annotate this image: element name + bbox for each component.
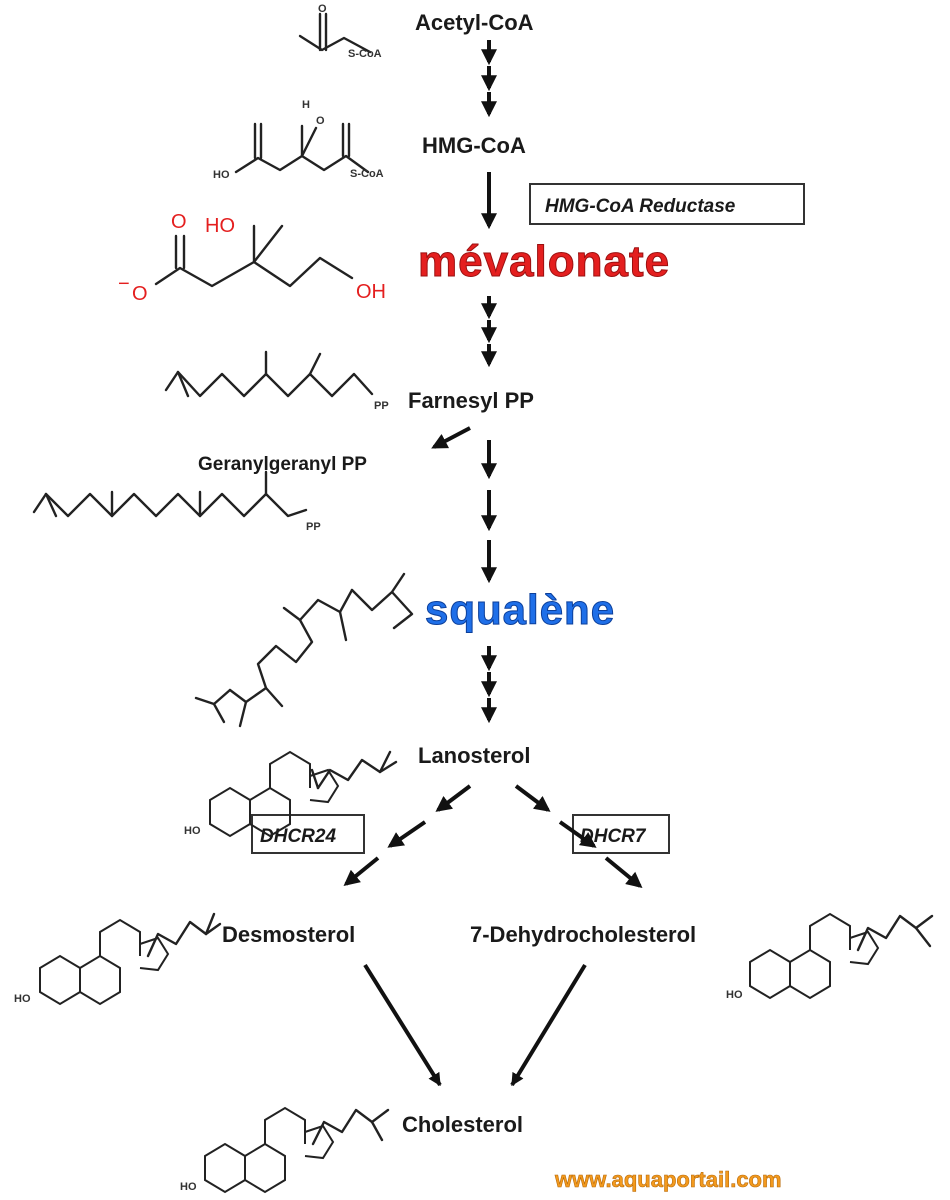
dhcr7-label: DHCR7	[580, 826, 647, 847]
mevalonate-o-minus-oxygen: O	[132, 283, 148, 305]
dhcr24-box	[251, 814, 365, 854]
squalene-label: squalène	[425, 586, 615, 633]
desmosterol-structure: HO	[14, 912, 222, 1005]
desmosterol-label: Desmosterol	[222, 922, 355, 947]
mevalonate-ho: HO	[205, 215, 235, 237]
arrow-dhcr24	[363, 963, 442, 1087]
acetyl-s-coa: S-CoA	[348, 48, 382, 60]
geranylgeranyl-pp-structure: PP	[32, 470, 321, 533]
farnesyl-pp-structure: PP	[164, 350, 389, 412]
hmg-s-coa: S-CoA	[350, 168, 384, 180]
cholesterol-label: Cholesterol	[402, 1112, 523, 1137]
watermark: www.aquaportail.com	[554, 1167, 782, 1192]
desmosterol-rings	[39, 919, 169, 1005]
cholesterol-rings	[204, 1107, 334, 1193]
arrow-lan-left-1	[435, 784, 472, 812]
acetyl-coa-label: Acetyl-CoA	[415, 10, 534, 35]
7-dehydrocholesterol-label: 7-Dehydrocholesterol	[470, 922, 696, 947]
hmg-coa-reductase-label: HMG-CoA Reductase	[545, 196, 736, 217]
lanosterol-label: Lanosterol	[418, 743, 530, 768]
cholesterol-ho: HO	[180, 1181, 197, 1193]
geranylgeranyl-pp: PP	[306, 521, 321, 533]
hmg-o: O	[316, 115, 325, 127]
arrow-dhcr7	[510, 963, 587, 1087]
hmg-h: H	[302, 99, 310, 111]
dhcr24-label: DHCR24	[260, 826, 336, 847]
farnesyl-pp: PP	[374, 400, 389, 412]
arrows	[343, 40, 643, 1087]
lanosterol-structure: HO	[184, 750, 398, 837]
arrow-lan-right-2	[558, 820, 597, 848]
arrow-lan-left-2	[387, 820, 427, 848]
hmg-coa-label: HMG-CoA	[422, 133, 526, 158]
7-dehydrocholesterol-rings	[749, 913, 879, 999]
acetyl-oxygen: O	[318, 3, 327, 15]
farnesyl-pp-label: Farnesyl PP	[408, 388, 534, 413]
lanosterol-ho: HO	[184, 825, 201, 837]
hmg-coa-structure: HO H O S-CoA	[213, 99, 384, 181]
mevalonate-minus: −	[118, 273, 130, 295]
desmosterol-ho: HO	[14, 993, 31, 1005]
acetyl-coa-structure: O S-CoA	[298, 3, 382, 60]
mevalonate-oh: OH	[356, 281, 386, 303]
cholesterol-structure: HO	[180, 1107, 390, 1193]
mevalonate-label: mévalonate	[418, 237, 670, 286]
7-dehydrocholesterol-structure: HO	[726, 913, 934, 1001]
squalene-structure	[194, 572, 414, 728]
7-dehydrocholesterol-ho: HO	[726, 989, 743, 1001]
hmg-coa-reductase-box	[529, 183, 805, 225]
arrow-lan-left-3	[343, 856, 380, 887]
arrow-lan-right-3	[604, 856, 643, 889]
hmg-ho: HO	[213, 169, 230, 181]
geranylgeranyl-pp-label: Geranylgeranyl PP	[198, 454, 367, 475]
mevalonate-structure: O O − HO OH	[118, 211, 386, 305]
arrow-lan-right-1	[514, 784, 551, 812]
mevalonate-o: O	[171, 211, 187, 233]
arrow-to-geranylgeranyl	[431, 426, 471, 449]
